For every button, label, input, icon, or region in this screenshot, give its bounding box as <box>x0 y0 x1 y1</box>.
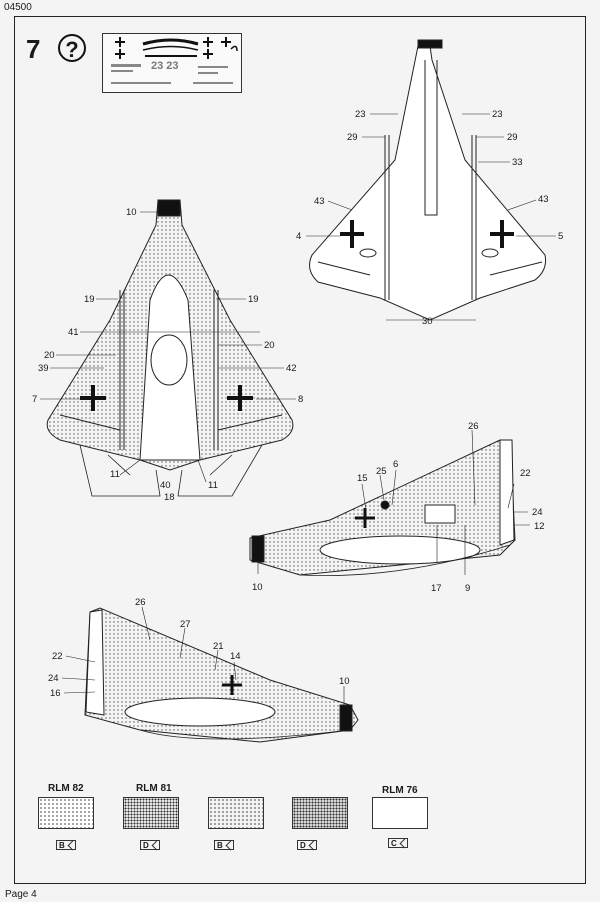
paint-code-d: D <box>140 840 160 850</box>
callout-17: 17 <box>431 583 442 594</box>
callout-23: 23 <box>492 109 503 120</box>
paint-code-d: D <box>297 840 317 850</box>
callout-16: 16 <box>50 688 61 699</box>
callout-21: 21 <box>213 641 224 652</box>
callout-20: 20 <box>44 350 55 361</box>
callout-42: 42 <box>286 363 297 374</box>
callout-20: 20 <box>264 340 275 351</box>
swatch-rlm81 <box>123 797 179 829</box>
paint-code-b: B <box>56 840 76 850</box>
callout-26: 26 <box>468 421 479 432</box>
callout-19: 19 <box>248 294 259 305</box>
swatch-rlm82 <box>38 797 94 829</box>
callout-40: 40 <box>160 480 171 491</box>
callout-27: 27 <box>180 619 191 630</box>
paint-code-c: C <box>388 838 408 848</box>
swatch-title-rlm82: RLM 82 <box>48 783 84 794</box>
page-number: Page 4 <box>5 889 37 900</box>
callout-39: 39 <box>38 363 49 374</box>
side-view-left <box>84 607 359 743</box>
callout-24: 24 <box>532 507 543 518</box>
callout-23: 23 <box>355 109 366 120</box>
callout-10: 10 <box>339 676 350 687</box>
side-view-right <box>249 439 516 577</box>
swatch-title-rlm76: RLM 76 <box>382 785 418 796</box>
step-number: 7 <box>26 34 41 64</box>
callout-9: 9 <box>465 583 471 594</box>
callout-29: 29 <box>347 132 358 143</box>
swatch-title-rlm81: RLM 81 <box>136 783 172 794</box>
callout-22: 22 <box>52 651 63 662</box>
callout-5: 5 <box>558 231 564 242</box>
callout-12: 12 <box>534 521 545 532</box>
callout-11: 11 <box>208 480 218 491</box>
callout-43: 43 <box>538 194 549 205</box>
instruction-frame <box>14 16 586 884</box>
callout-41: 41 <box>68 327 79 338</box>
decal-sheet-drawing <box>111 37 238 84</box>
callout-6: 6 <box>393 459 399 470</box>
callout-11: 11 <box>110 469 120 480</box>
callout-18: 18 <box>164 492 175 503</box>
callout-4: 4 <box>296 231 302 242</box>
callout-33: 33 <box>512 157 523 168</box>
callout-10: 10 <box>252 582 263 593</box>
callout-8: 8 <box>298 394 304 405</box>
callout-15: 15 <box>357 473 368 484</box>
question-icon: ? <box>58 34 86 62</box>
callout-14: 14 <box>230 651 241 662</box>
underside-view <box>309 39 546 321</box>
decal-numbers: 23 23 <box>151 60 179 72</box>
swatch-mottle-b <box>208 797 264 829</box>
swatch-mottle-d <box>292 797 348 829</box>
decal-sheet: 23 23 <box>102 33 242 93</box>
callout-19: 19 <box>84 294 95 305</box>
callout-30: 30 <box>422 316 433 327</box>
top-view <box>46 199 294 497</box>
callout-25: 25 <box>376 466 387 477</box>
callout-7: 7 <box>32 394 38 405</box>
paint-code-b: B <box>214 840 234 850</box>
callout-22: 22 <box>520 468 531 479</box>
callout-24: 24 <box>48 673 59 684</box>
callout-43: 43 <box>314 196 325 207</box>
callout-26: 26 <box>135 597 146 608</box>
sheet-code: 04500 <box>4 2 32 13</box>
callout-29: 29 <box>507 132 518 143</box>
swatch-rlm76 <box>372 797 428 829</box>
callout-10: 10 <box>126 207 137 218</box>
